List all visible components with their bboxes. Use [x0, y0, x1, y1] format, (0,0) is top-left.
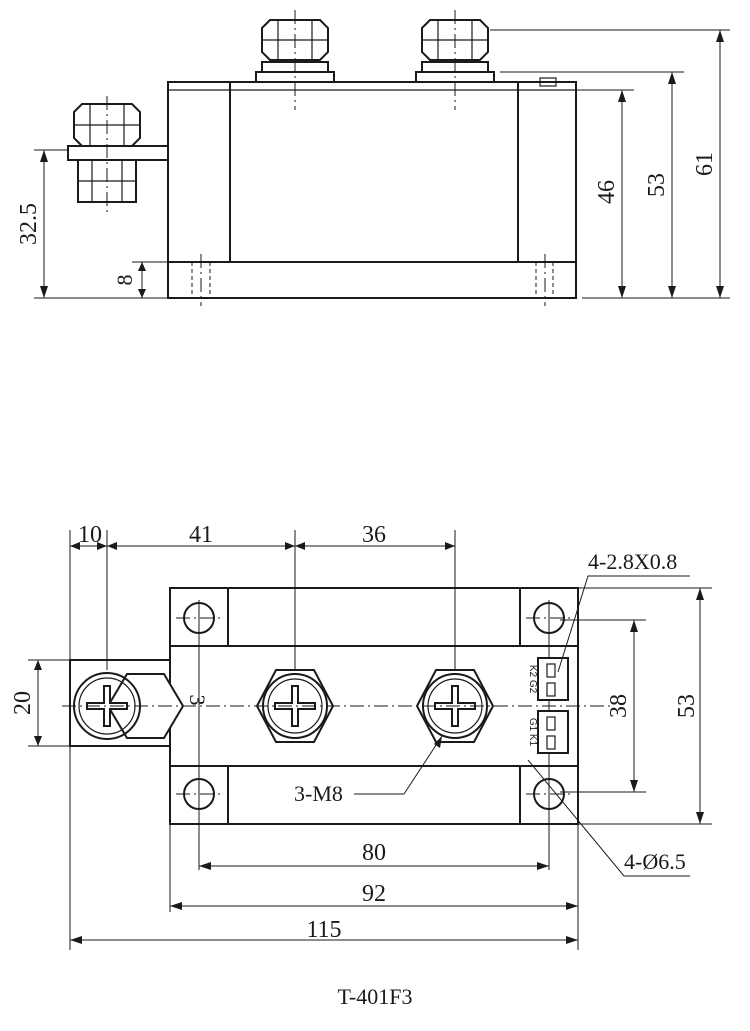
pin-label-lower: G1 K1	[527, 718, 538, 747]
base-plate	[167, 261, 577, 299]
dim-side-terminal-height: 32.5	[16, 203, 42, 245]
terminal-bolt-2	[415, 10, 495, 110]
dim-hole-pitch-vertical: 38	[606, 694, 632, 718]
side-view: 61 53 46 32.5 8	[16, 10, 730, 306]
screw-spec-label: 3-M8	[294, 781, 343, 806]
dim-terminal-pitch: 36	[362, 522, 386, 548]
dim-hole-pitch-horizontal: 80	[362, 840, 386, 866]
drawing-caption: T-401F3	[338, 984, 413, 1009]
dim-side-to-first-terminal: 41	[189, 522, 213, 548]
gate-connector-lower: G1 K1	[527, 710, 569, 754]
gate-pin	[539, 77, 557, 87]
pin-spec-label: 4-2.8X0.8	[588, 549, 677, 574]
screw-terminal-2	[255, 669, 335, 743]
case-body	[167, 81, 577, 263]
dim-body-height: 53	[644, 173, 670, 197]
dim-case-height: 46	[594, 180, 620, 204]
dim-edge-to-side-terminal: 10	[78, 522, 102, 548]
dim-body-width: 53	[674, 694, 700, 718]
dim-side-terminal-width: 20	[10, 691, 36, 715]
dim-overall-length: 115	[306, 917, 341, 943]
gate-connector-upper: K2 G2	[527, 657, 569, 701]
top-view: 3 K2 G2 G1 K1 10 41 36 4-2.8X0.8	[10, 522, 712, 950]
terminal-marker: 3	[185, 695, 210, 706]
hole-spec-label: 4-Ø6.5	[624, 849, 686, 874]
terminal-bolt-1	[255, 10, 335, 110]
dim-total-height: 61	[692, 152, 718, 176]
dim-body-length: 92	[362, 881, 386, 907]
pin-label-upper: K2 G2	[527, 665, 538, 694]
side-terminal	[67, 96, 169, 212]
dim-base-height: 8	[112, 275, 137, 286]
